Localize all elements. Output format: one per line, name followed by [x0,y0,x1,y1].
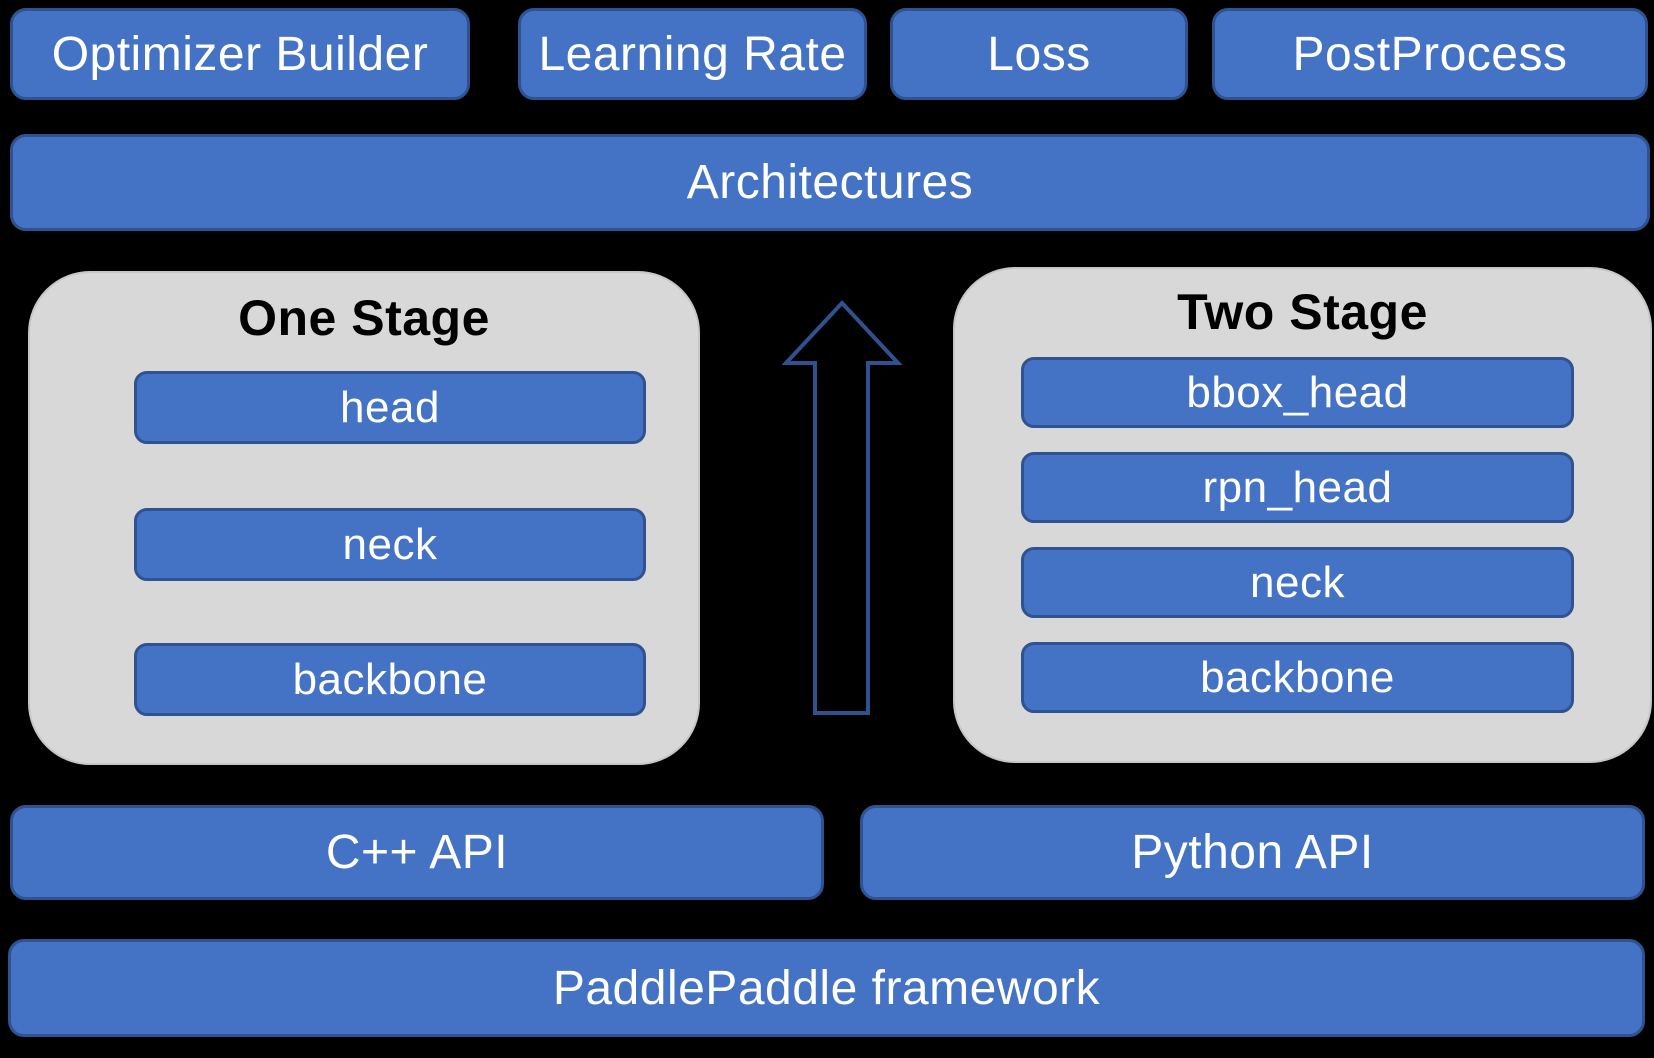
two-stage-backbone-box: backbone [1021,642,1574,713]
one-stage-container: One Stage head neck backbone [28,271,700,765]
up-arrow-icon [781,300,903,715]
python-api-box: Python API [860,805,1645,900]
paddlepaddle-framework-bar: PaddlePaddle framework [8,939,1645,1037]
cpp-api-box: C++ API [10,805,824,900]
two-stage-title: Two Stage [1177,284,1428,340]
postprocess-box: PostProcess [1212,8,1648,100]
optimizer-builder-box: Optimizer Builder [10,8,470,100]
up-arrow-outline [781,300,903,715]
one-stage-title: One Stage [238,290,490,346]
two-stage-rpn-head-box: rpn_head [1021,452,1574,523]
one-stage-head-box: head [134,371,646,444]
two-stage-bbox-head-box: bbox_head [1021,357,1574,428]
one-stage-backbone-box: backbone [134,643,646,716]
two-stage-container: Two Stage bbox_head rpn_head neck backbo… [953,267,1652,763]
two-stage-neck-box: neck [1021,547,1574,618]
learning-rate-box: Learning Rate [518,8,867,100]
one-stage-neck-box: neck [134,508,646,581]
architectures-bar: Architectures [10,134,1650,231]
loss-box: Loss [890,8,1188,100]
